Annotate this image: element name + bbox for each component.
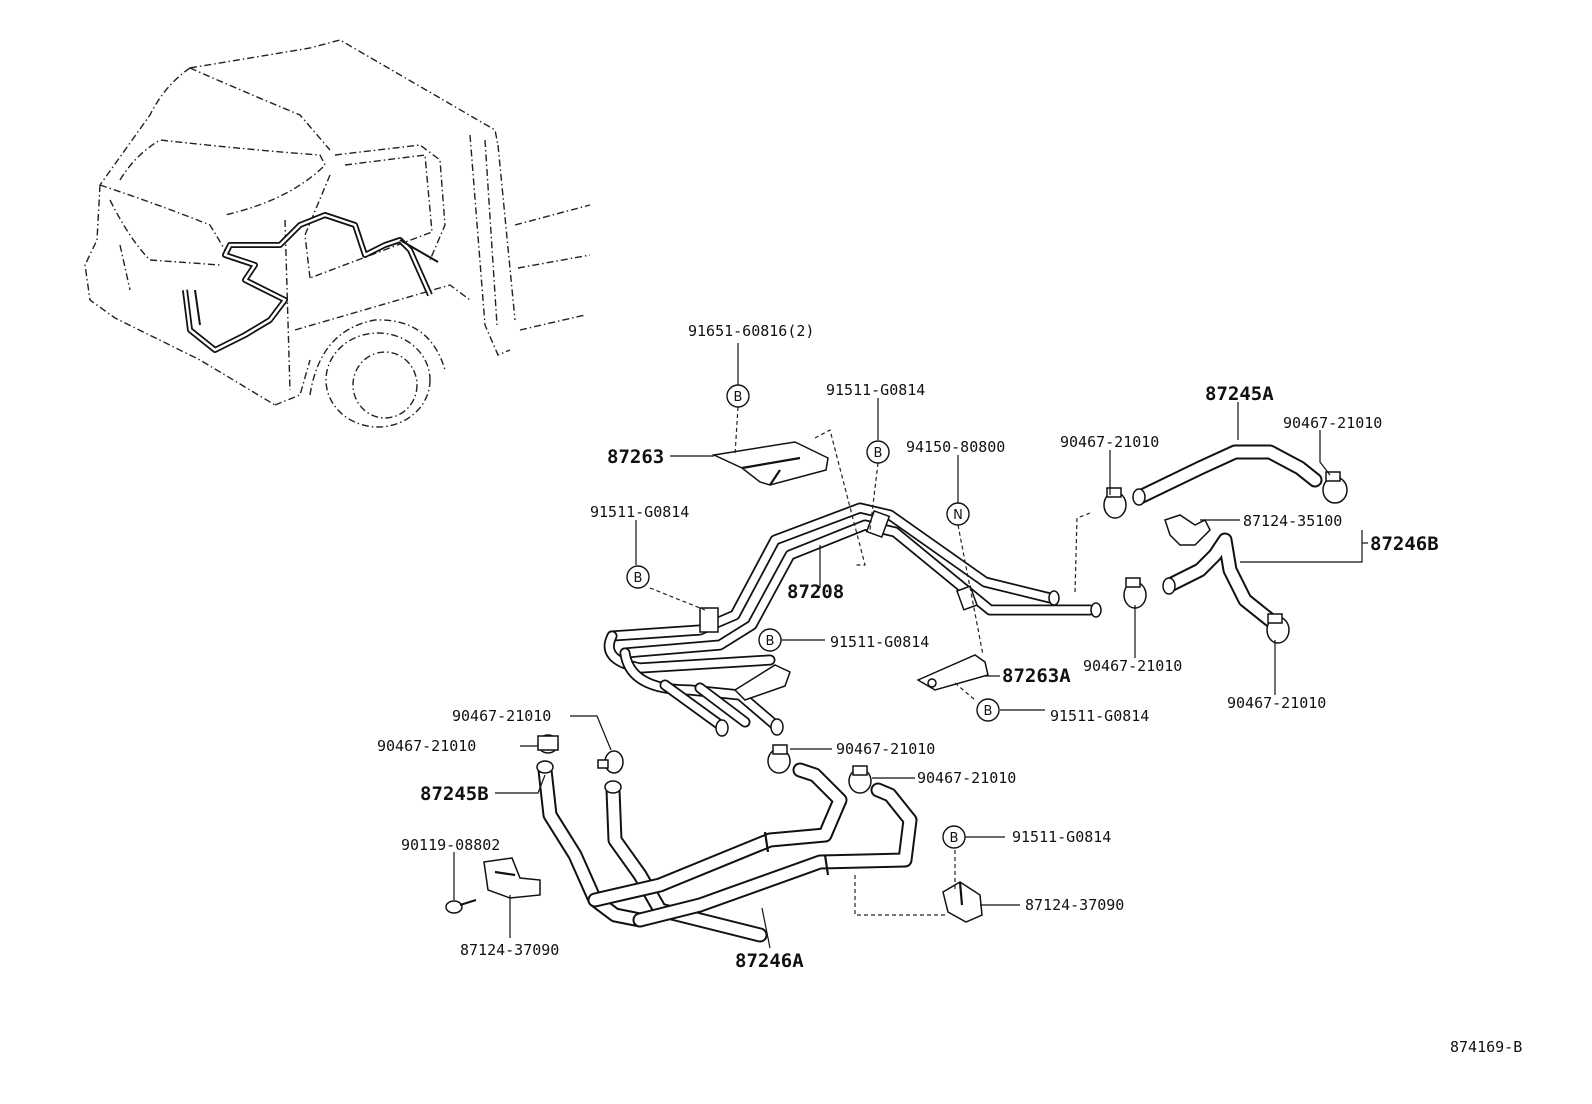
clamp-87124-35100 (1164, 514, 1211, 546)
label-90467-a: 90467-21010 (452, 707, 551, 725)
marker-b-3: B (634, 571, 643, 586)
label-87124-35100: 87124-35100 (1243, 512, 1342, 530)
truck-heater-pipe (182, 212, 439, 353)
label-87245A: 87245A (1205, 383, 1274, 405)
clamp-87124-37090-left (483, 857, 541, 899)
dashed-connectors (649, 406, 1091, 916)
leader-lines (453, 343, 1368, 949)
bracket-mid (733, 664, 791, 701)
label-90467-right: 90467-21010 (1227, 694, 1326, 712)
hose-87246B (1162, 532, 1278, 628)
label-91511-bottom-mid: 91511-G0814 (1050, 707, 1149, 725)
circled-markers: B B N B B B B (626, 384, 1000, 849)
label-90467-mid-right: 90467-21010 (1083, 657, 1182, 675)
clamps (537, 471, 1348, 794)
marker-b-1: B (734, 390, 743, 405)
clamp-87124-37090-right (942, 881, 983, 923)
marker-b-4: B (766, 634, 775, 649)
label-91651-60816: 91651-60816(2) (688, 322, 814, 340)
label-90467-top-right: 90467-21010 (1283, 414, 1382, 432)
clamp-90467-top-mid (1103, 487, 1127, 519)
label-87246A: 87246A (735, 950, 804, 972)
bolt-90119-08802 (445, 898, 477, 914)
label-87208: 87208 (787, 581, 844, 603)
label-90467-top-mid: 90467-21010 (1060, 433, 1159, 451)
clamp-90467-a (537, 734, 559, 754)
label-90467-b: 90467-21010 (377, 737, 476, 755)
figure-id: 874169-B (1450, 1038, 1522, 1056)
label-87245B: 87245B (420, 783, 489, 805)
label-87124-37090-left: 87124-37090 (460, 941, 559, 959)
hose-87246A (587, 762, 918, 928)
label-91511-lower: 91511-G0814 (1012, 828, 1111, 846)
label-87263: 87263 (607, 446, 664, 468)
clamp-90467-d (848, 765, 872, 794)
label-91511-left: 91511-G0814 (590, 503, 689, 521)
clamp-90467-right (1266, 613, 1290, 644)
label-90119-08802: 90119-08802 (401, 836, 500, 854)
label-87246B: 87246B (1370, 533, 1439, 555)
marker-n: N (953, 508, 963, 523)
bracket-87263 (711, 441, 829, 486)
hose-87245B (536, 760, 768, 943)
truck-outline (84, 39, 591, 428)
label-91511-mid: 91511-G0814 (830, 633, 929, 651)
label-91511-top: 91511-G0814 (826, 381, 925, 399)
clamp-90467-b (597, 750, 624, 774)
marker-b-6: B (950, 831, 959, 846)
label-90467-d: 90467-21010 (917, 769, 1016, 787)
clamp-90467-mid-right (1123, 577, 1147, 609)
label-94150-80800: 94150-80800 (906, 438, 1005, 456)
clamp-90467-top-right (1322, 471, 1348, 504)
clamp-90467-c (767, 744, 791, 774)
part-labels: 91651-60816(2) 91511-G0814 87263 94150-8… (377, 322, 1522, 1056)
marker-b-2: B (874, 446, 883, 461)
hose-87245A (1132, 444, 1323, 506)
label-87124-37090-right: 87124-37090 (1025, 896, 1124, 914)
label-90467-c: 90467-21010 (836, 740, 935, 758)
marker-b-5: B (984, 704, 993, 719)
bracket-87263A (916, 654, 989, 691)
label-87263A: 87263A (1002, 665, 1071, 687)
pipe-87208 (603, 502, 1102, 737)
